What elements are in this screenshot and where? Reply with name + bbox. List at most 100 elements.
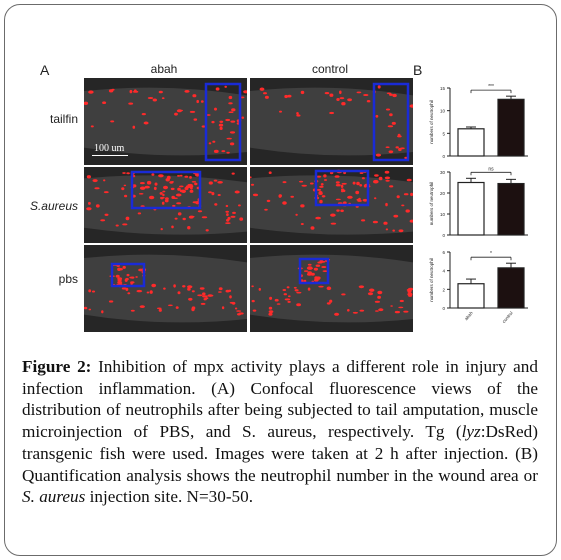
neutrophil-cell <box>385 108 391 111</box>
neutrophil-cell <box>287 295 291 298</box>
neutrophil-cell <box>229 131 236 134</box>
neutrophil-cell <box>321 266 327 268</box>
neutrophil-cell <box>208 142 212 145</box>
neutrophil-cell <box>191 181 197 183</box>
neutrophil-cell <box>86 175 91 179</box>
neutrophil-cell <box>148 195 155 200</box>
neutrophil-cell <box>121 287 127 290</box>
panel-a-label: A <box>40 62 50 78</box>
y-tick-label: 20 <box>440 191 446 196</box>
scale-bar-line <box>92 155 128 156</box>
neutrophil-cell <box>252 309 257 312</box>
neutrophil-cell <box>283 293 287 296</box>
neutrophil-cell <box>211 120 215 124</box>
neutrophil-cell <box>389 113 393 117</box>
neutrophil-cell <box>307 271 312 275</box>
neutrophil-cell <box>121 187 125 191</box>
neutrophil-cell <box>182 217 186 221</box>
neutrophil-cell <box>189 189 194 193</box>
neutrophil-cell <box>218 123 224 127</box>
neutrophil-cell <box>241 116 245 119</box>
fish-body <box>84 175 247 235</box>
caption-gene-italic: lyz <box>461 422 481 442</box>
significance-label: * <box>490 251 492 257</box>
neutrophil-cell <box>170 187 175 191</box>
neutrophil-cell <box>184 175 189 178</box>
neutrophil-cell <box>323 174 327 178</box>
row-label-tailfin: tailfin <box>49 112 78 126</box>
neutrophil-cell <box>374 174 379 177</box>
neutrophil-cell <box>234 307 238 310</box>
row-label-pbs: pbs <box>58 272 78 286</box>
neutrophil-cell <box>326 302 331 305</box>
neutrophil-cell <box>124 194 128 198</box>
neutrophil-cell <box>205 229 209 232</box>
neutrophil-cell <box>177 212 182 216</box>
neutrophil-cell <box>290 195 294 198</box>
bar-control <box>497 267 525 309</box>
micrograph-pbs-control <box>250 245 413 332</box>
roi-box <box>314 169 370 207</box>
neutrophil-cell <box>318 285 324 288</box>
neutrophil-cell <box>341 102 346 106</box>
neutrophil-cell <box>372 220 378 224</box>
neutrophil-cell <box>373 179 379 184</box>
neutrophil-cell <box>377 290 383 295</box>
neutrophil-cell <box>335 198 341 201</box>
neutrophil-cell <box>140 182 145 185</box>
neutrophil-cell <box>213 149 219 153</box>
neutrophil-cell <box>287 94 292 98</box>
neutrophil-cell <box>172 204 176 207</box>
neutrophil-cell <box>226 151 230 154</box>
neutrophil-cell <box>319 260 323 263</box>
neutrophil-cell <box>276 303 281 305</box>
neutrophil-cell <box>225 118 231 122</box>
panel-b-label: B <box>413 62 423 78</box>
neutrophil-cell <box>334 175 340 178</box>
neutrophil-cell <box>211 192 215 196</box>
neutrophil-cell <box>315 276 321 280</box>
caption-species-italic: S. aureus <box>22 487 86 507</box>
column-header-abah: abah <box>150 62 178 76</box>
neutrophil-cell <box>174 112 178 116</box>
neutrophil-cell <box>393 214 399 218</box>
x-tick-label: abah <box>463 310 474 321</box>
neutrophil-cell <box>128 102 134 105</box>
neutrophil-cell <box>409 219 413 223</box>
y-axis-label: numbers of neutrophil <box>429 182 434 226</box>
neutrophil-cell <box>374 197 377 200</box>
neutrophil-cell <box>410 192 413 197</box>
bar-abah <box>457 128 485 157</box>
neutrophil-cell <box>146 180 152 185</box>
neutrophil-cell <box>337 202 343 205</box>
neutrophil-cell <box>122 223 128 226</box>
neutrophil-cell <box>403 310 409 313</box>
neutrophil-cell <box>88 289 92 293</box>
neutrophil-cell <box>193 118 198 121</box>
neutrophil-cell <box>146 291 150 294</box>
neutrophil-cell <box>408 294 413 297</box>
neutrophil-cell <box>358 285 365 289</box>
neutrophil-cell <box>341 293 346 296</box>
neutrophil-cell <box>300 90 305 95</box>
y-tick-label: 10 <box>440 212 446 217</box>
neutrophil-cell <box>138 268 144 272</box>
roi-box <box>298 257 330 285</box>
neutrophil-cell <box>187 287 191 291</box>
bar-abah <box>457 181 485 236</box>
neutrophil-cell <box>182 285 186 288</box>
neutrophil-cell <box>315 216 321 220</box>
neutrophil-cell <box>287 300 291 303</box>
neutrophil-cell <box>243 90 247 94</box>
neutrophil-cell <box>282 201 287 205</box>
neutrophil-cell <box>151 173 155 176</box>
y-axis-label: numbers of neutrophil <box>429 258 434 302</box>
neutrophil-cell <box>90 125 94 128</box>
neutrophil-cell <box>361 177 365 180</box>
neutrophil-cell <box>144 185 150 189</box>
neutrophil-cell <box>359 172 364 174</box>
neutrophil-cell <box>160 228 163 231</box>
neutrophil-cell <box>324 92 330 95</box>
neutrophil-cell <box>300 204 305 208</box>
neutrophil-cell <box>214 107 217 111</box>
